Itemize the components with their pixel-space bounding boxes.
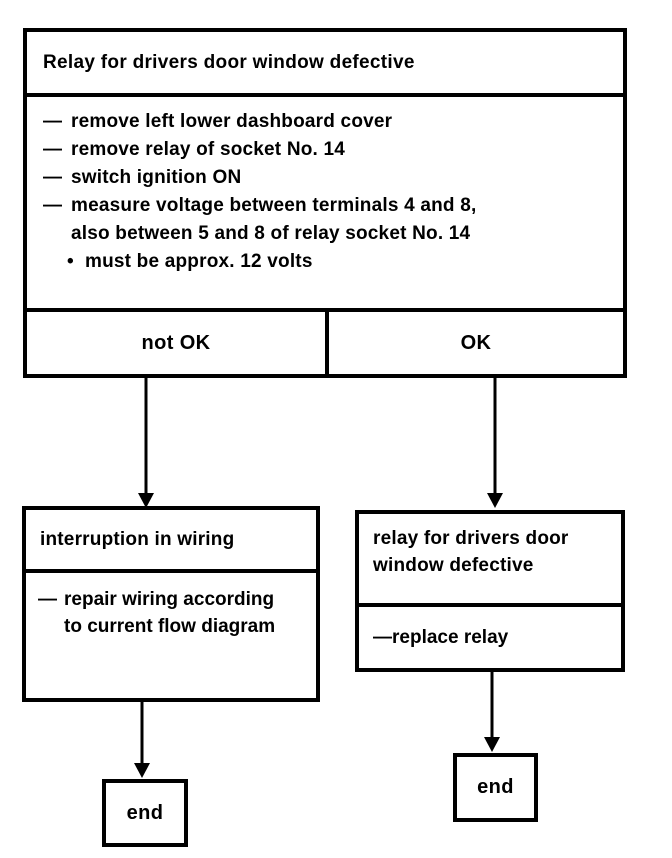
dash-marker: — — [43, 111, 63, 132]
problem-box: Relay for drivers door window defective … — [23, 28, 627, 378]
outcome-cell-not-ok: not OK — [27, 312, 329, 374]
decision-row: not OK OK — [27, 308, 623, 374]
end-box-ok: end — [453, 753, 538, 822]
action-line: — repair wiring according to current flo… — [38, 586, 310, 640]
arrow-ok-to-end — [483, 670, 501, 752]
bullet-marker: • — [67, 251, 74, 272]
outcome-cell-ok: OK — [460, 331, 492, 354]
step-text: must be approx. 12 volts — [85, 251, 313, 272]
dash-marker: — — [38, 589, 57, 610]
arrow-head-icon — [134, 763, 150, 778]
arrow-shaft — [144, 374, 148, 495]
step-line: — remove relay of socket No. 14 — [43, 136, 611, 164]
result-title-line: window defective — [373, 555, 534, 576]
step-continuation-line: also between 5 and 8 of relay socket No.… — [43, 220, 611, 248]
empty-marker — [43, 220, 71, 248]
arrow-head-icon — [487, 493, 503, 508]
arrow-not-ok-to-end — [133, 700, 151, 778]
dash-marker: — — [43, 195, 63, 216]
action-text-line: to current flow diagram — [64, 616, 276, 637]
problem-title: Relay for drivers door window defective — [27, 32, 623, 97]
arrow-shaft — [493, 374, 497, 495]
action-text: repair wiring according to current flow … — [64, 586, 275, 640]
arrow-shaft — [140, 700, 144, 765]
dash-marker: — — [43, 167, 63, 188]
step-text: also between 5 and 8 of relay socket No.… — [71, 223, 471, 244]
step-text: measure voltage between terminals 4 and … — [71, 195, 477, 216]
step-text: remove left lower dashboard cover — [71, 111, 393, 132]
result-action: —replace relay — [359, 607, 621, 668]
end-box-not-ok: end — [102, 779, 188, 847]
step-line: — measure voltage between terminals 4 an… — [43, 192, 611, 220]
dash-marker: — — [43, 139, 63, 160]
action-text-line: repair wiring according — [64, 589, 275, 610]
arrow-head-icon — [138, 493, 154, 508]
step-bullet-line: • must be approx. 12 volts — [67, 248, 611, 276]
result-box-not-ok: interruption in wiring — repair wiring a… — [22, 506, 320, 702]
result-title: relay for drivers door window defective — [359, 514, 621, 607]
step-line: — remove left lower dashboard cover — [43, 108, 611, 136]
arrow-shaft — [490, 670, 494, 739]
step-text: switch ignition ON — [71, 167, 242, 188]
result-action: — repair wiring according to current flo… — [26, 573, 316, 698]
step-line: — switch ignition ON — [43, 164, 611, 192]
procedure-steps: — remove left lower dashboard cover — re… — [27, 97, 623, 308]
result-title: interruption in wiring — [26, 510, 316, 573]
result-title-line: relay for drivers door — [373, 528, 569, 549]
action-text: —replace relay — [373, 626, 509, 648]
step-text: remove relay of socket No. 14 — [71, 139, 346, 160]
arrow-head-icon — [484, 737, 500, 752]
result-box-ok: relay for drivers door window defective … — [355, 510, 625, 672]
arrow-not-ok-branch — [137, 374, 155, 508]
arrow-ok-branch — [486, 374, 504, 508]
